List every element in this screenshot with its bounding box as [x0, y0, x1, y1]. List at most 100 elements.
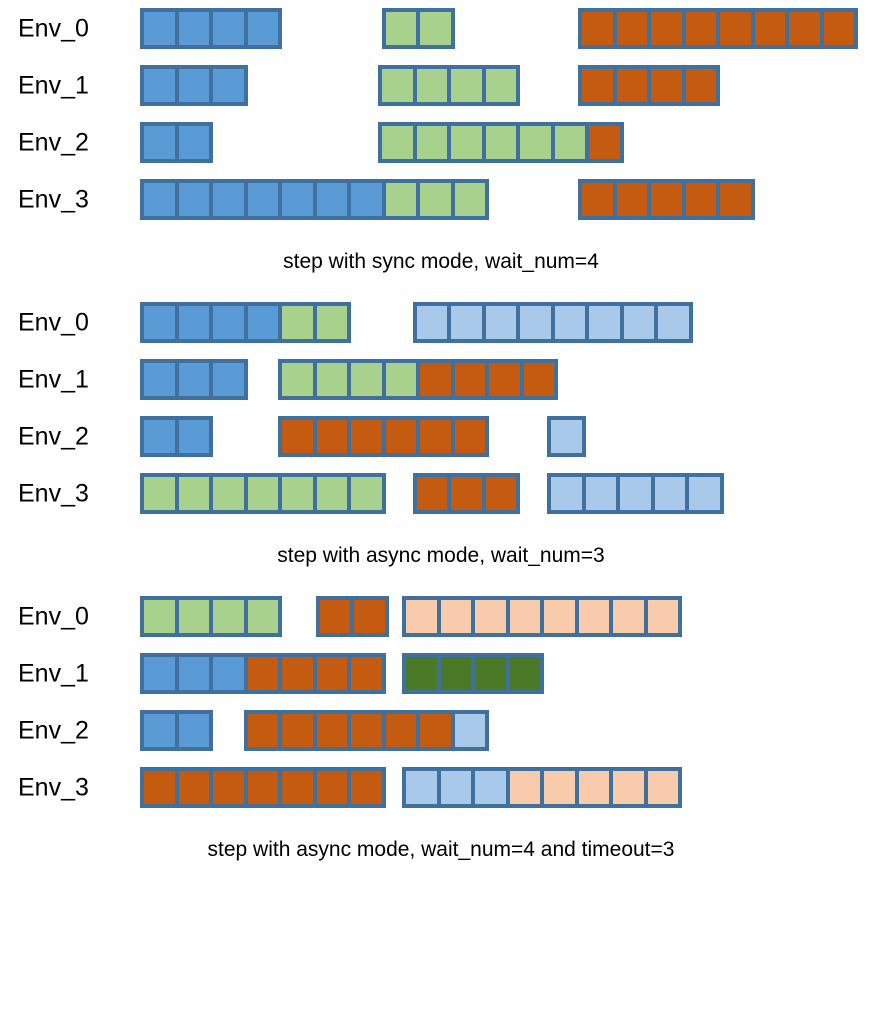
step-cell-green — [178, 477, 209, 510]
step-block[interactable] — [140, 302, 351, 343]
step-cell-light-blue — [585, 477, 617, 510]
step-cell-green — [385, 363, 416, 396]
step-block[interactable] — [547, 416, 586, 457]
step-cell-blue — [144, 126, 175, 159]
step-cell-orange — [282, 714, 313, 747]
step-cell-blue — [178, 714, 209, 747]
step-cell-green — [485, 126, 517, 159]
step-cell-dark-green — [475, 657, 506, 690]
step-cell-peach — [647, 600, 679, 633]
step-cell-orange — [351, 420, 382, 453]
step-block[interactable] — [315, 596, 389, 637]
step-cell-blue — [178, 126, 209, 159]
step-cell-orange — [720, 183, 751, 216]
step-block[interactable] — [140, 416, 213, 457]
step-cell-orange — [351, 657, 382, 690]
step-block[interactable] — [140, 359, 248, 400]
step-cell-orange — [685, 12, 717, 45]
step-block[interactable] — [278, 416, 489, 457]
step-cell-peach — [509, 600, 541, 633]
step-cell-peach — [509, 771, 541, 804]
step-block[interactable] — [140, 8, 282, 49]
env-label: Env_1 — [18, 659, 89, 687]
step-cell-light-blue — [440, 771, 472, 804]
step-cell-blue — [351, 183, 382, 216]
step-cell-green — [282, 363, 313, 396]
step-cell-light-blue — [451, 306, 482, 339]
step-block[interactable] — [140, 596, 282, 637]
step-cell-orange — [247, 714, 278, 747]
step-cell-blue — [144, 714, 175, 747]
step-cell-blue — [213, 183, 244, 216]
step-block[interactable] — [578, 65, 721, 106]
step-block[interactable] — [402, 596, 683, 637]
step-cell-orange — [178, 771, 209, 804]
step-cell-orange — [720, 12, 751, 45]
step-cell-green — [554, 126, 586, 159]
step-block[interactable] — [547, 473, 724, 514]
env-label: Env_0 — [18, 308, 89, 336]
step-cell-orange — [754, 12, 786, 45]
step-cell-orange — [282, 771, 313, 804]
step-block[interactable] — [412, 302, 693, 343]
step-cell-peach — [475, 600, 506, 633]
step-block[interactable] — [378, 122, 624, 163]
step-cell-green — [282, 306, 313, 339]
step-cell-blue — [213, 12, 244, 45]
panel-caption: step with async mode, wait_num=4 and tim… — [207, 837, 675, 861]
step-block[interactable] — [402, 653, 545, 694]
step-cell-blue — [178, 183, 209, 216]
env-row: Env_1 — [0, 351, 882, 408]
step-block[interactable] — [578, 8, 859, 49]
step-cell-green — [420, 183, 451, 216]
step-cell-green — [316, 363, 347, 396]
env-track — [140, 759, 882, 816]
step-cell-blue — [178, 420, 209, 453]
step-block[interactable] — [412, 473, 521, 514]
step-block[interactable] — [140, 122, 213, 163]
env-track — [140, 57, 882, 114]
step-block[interactable] — [378, 65, 521, 106]
step-block[interactable] — [140, 653, 386, 694]
step-cell-orange — [247, 771, 278, 804]
step-cell-blue — [178, 69, 209, 102]
env-label: Env_1 — [18, 365, 89, 393]
step-cell-light-blue — [485, 306, 517, 339]
step-cell-green — [316, 306, 347, 339]
step-block[interactable] — [140, 179, 489, 220]
env-label: Env_3 — [18, 479, 89, 507]
step-cell-green — [144, 477, 175, 510]
step-block[interactable] — [140, 767, 386, 808]
step-block[interactable] — [278, 359, 558, 400]
step-block[interactable] — [140, 65, 248, 106]
step-cell-green — [213, 477, 244, 510]
step-cell-green — [351, 477, 382, 510]
step-cell-orange — [416, 477, 448, 510]
step-cell-blue — [144, 363, 175, 396]
step-cell-green — [213, 600, 244, 633]
env-track — [140, 465, 882, 522]
step-cell-blue — [144, 12, 175, 45]
step-cell-peach — [613, 771, 644, 804]
step-block[interactable] — [140, 473, 386, 514]
step-block[interactable] — [578, 179, 755, 220]
step-cell-light-blue — [654, 477, 686, 510]
step-cell-green — [451, 126, 482, 159]
step-cell-blue — [144, 420, 175, 453]
step-block[interactable] — [381, 8, 455, 49]
step-cell-orange — [351, 714, 382, 747]
step-cell-orange — [354, 600, 385, 633]
step-cell-orange — [582, 183, 613, 216]
step-cell-blue — [316, 183, 347, 216]
step-block[interactable] — [243, 710, 489, 751]
step-cell-orange — [213, 771, 244, 804]
step-block[interactable] — [140, 710, 213, 751]
step-block[interactable] — [402, 767, 683, 808]
step-cell-orange — [485, 477, 517, 510]
step-cell-orange — [420, 714, 451, 747]
step-cell-orange — [582, 12, 613, 45]
